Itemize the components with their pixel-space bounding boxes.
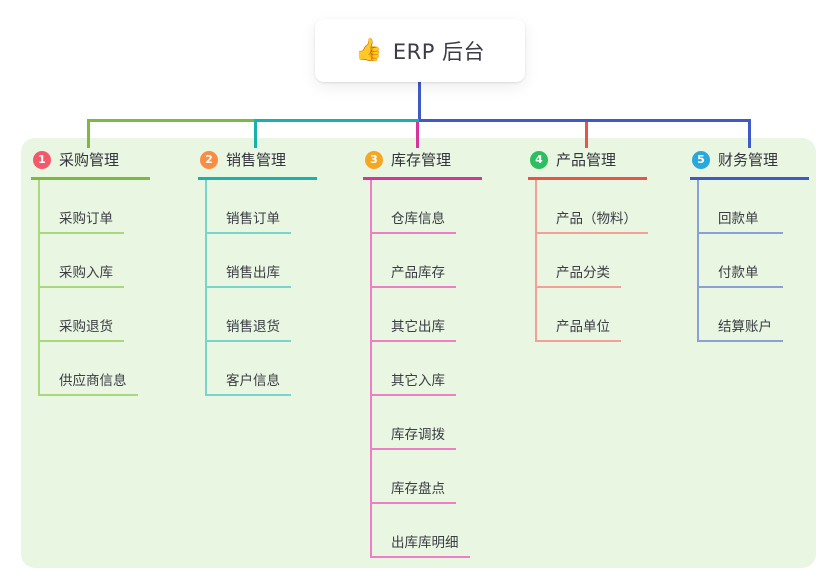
connector-drop-inventory xyxy=(416,122,419,148)
mindmap-canvas xyxy=(21,138,816,568)
branch-finance-label: 财务管理 xyxy=(718,151,779,169)
branch-product-children: 产品（物料） 产品分类 产品单位 xyxy=(535,180,648,342)
node-payment-bill[interactable]: 付款单 xyxy=(697,234,783,288)
badge-2: 2 xyxy=(200,150,218,169)
node-other-inbound[interactable]: 其它入库 xyxy=(370,342,456,396)
branch-finance: 5 财务管理 回款单 付款单 结算账户 xyxy=(690,147,809,342)
connector-drop-sales xyxy=(254,119,257,148)
node-warehouse-info[interactable]: 仓库信息 xyxy=(370,180,456,234)
branch-sales-children: 销售订单 销售出库 销售退货 客户信息 xyxy=(205,180,317,396)
connector-bus-green xyxy=(87,119,254,122)
branch-purchase-header[interactable]: 1 采购管理 xyxy=(31,147,150,180)
connector-bus-blue xyxy=(419,119,751,122)
branch-finance-header[interactable]: 5 财务管理 xyxy=(690,147,809,180)
node-stock-check[interactable]: 库存盘点 xyxy=(370,450,456,504)
badge-1: 1 xyxy=(33,150,51,169)
node-supplier-info[interactable]: 供应商信息 xyxy=(38,342,138,396)
node-sales-outbound[interactable]: 销售出库 xyxy=(205,234,291,288)
node-product-material[interactable]: 产品（物料） xyxy=(535,180,648,234)
connector-bus-teal xyxy=(254,119,419,122)
node-product-category[interactable]: 产品分类 xyxy=(535,234,621,288)
node-receipt-bill[interactable]: 回款单 xyxy=(697,180,783,234)
node-purchase-inbound[interactable]: 采购入库 xyxy=(38,234,124,288)
root-node[interactable]: 👍 ERP 后台 xyxy=(315,19,525,82)
node-customer-info[interactable]: 客户信息 xyxy=(205,342,291,396)
branch-product-header[interactable]: 4 产品管理 xyxy=(528,147,647,180)
branch-finance-children: 回款单 付款单 结算账户 xyxy=(697,180,809,342)
branch-inventory-label: 库存管理 xyxy=(391,151,452,169)
branch-purchase: 1 采购管理 采购订单 采购入库 采购退货 供应商信息 xyxy=(31,147,150,396)
badge-4: 4 xyxy=(530,150,548,169)
root-title: ERP 后台 xyxy=(392,39,486,64)
branch-product: 4 产品管理 产品（物料） 产品分类 产品单位 xyxy=(528,147,648,342)
badge-5: 5 xyxy=(692,150,710,169)
node-sales-return[interactable]: 销售退货 xyxy=(205,288,291,342)
node-stock-transfer[interactable]: 库存调拨 xyxy=(370,396,456,450)
branch-purchase-label: 采购管理 xyxy=(59,151,120,169)
node-sales-order[interactable]: 销售订单 xyxy=(205,180,291,234)
node-purchase-return[interactable]: 采购退货 xyxy=(38,288,124,342)
node-outbound-detail[interactable]: 出库库明细 xyxy=(370,504,470,558)
node-settlement-account[interactable]: 结算账户 xyxy=(697,288,783,342)
connector-root xyxy=(418,82,421,121)
node-product-unit[interactable]: 产品单位 xyxy=(535,288,621,342)
node-purchase-order[interactable]: 采购订单 xyxy=(38,180,124,234)
node-other-outbound[interactable]: 其它出库 xyxy=(370,288,456,342)
branch-sales-label: 销售管理 xyxy=(226,151,287,169)
branch-product-label: 产品管理 xyxy=(556,151,617,169)
thumbs-up-icon: 👍 xyxy=(354,37,383,63)
badge-3: 3 xyxy=(365,150,383,169)
connector-drop-purchase xyxy=(87,119,90,148)
connector-drop-product xyxy=(585,122,588,148)
branch-sales-header[interactable]: 2 销售管理 xyxy=(198,147,317,180)
branch-inventory: 3 库存管理 仓库信息 产品库存 其它出库 其它入库 库存调拨 库存盘点 出库库… xyxy=(363,147,482,558)
branch-inventory-header[interactable]: 3 库存管理 xyxy=(363,147,482,180)
branch-purchase-children: 采购订单 采购入库 采购退货 供应商信息 xyxy=(38,180,150,396)
node-product-stock[interactable]: 产品库存 xyxy=(370,234,456,288)
branch-inventory-children: 仓库信息 产品库存 其它出库 其它入库 库存调拨 库存盘点 出库库明细 xyxy=(370,180,482,558)
connector-drop-finance xyxy=(748,119,751,148)
branch-sales: 2 销售管理 销售订单 销售出库 销售退货 客户信息 xyxy=(198,147,317,396)
